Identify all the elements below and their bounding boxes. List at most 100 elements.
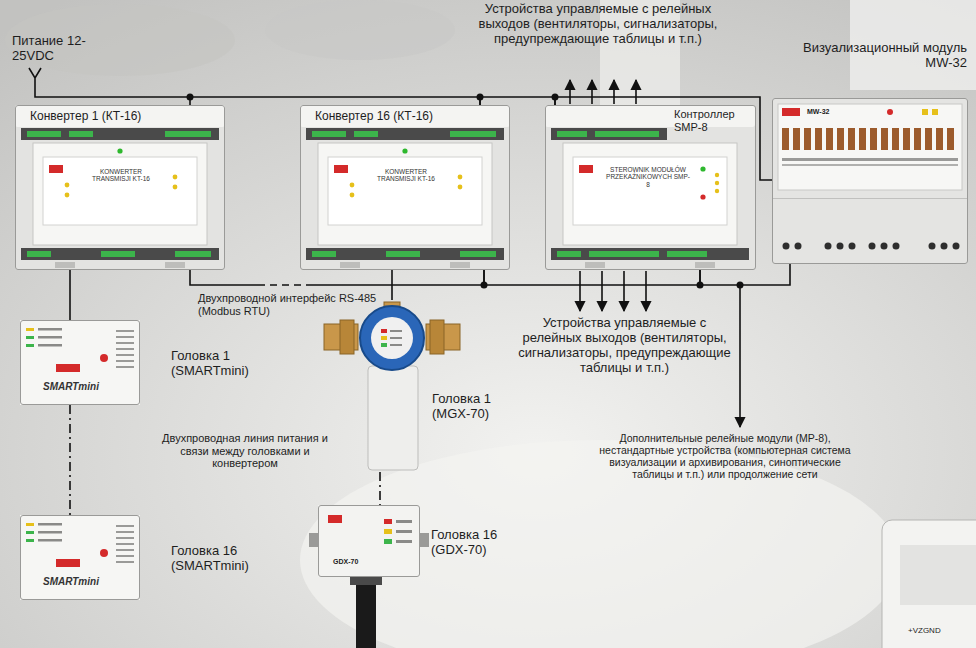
visualization-housing: [772, 98, 968, 264]
din-clip: [340, 262, 360, 268]
panel-strip: [782, 158, 958, 161]
bus-wire: [69, 405, 71, 515]
status-button: [100, 549, 108, 557]
bus-wire: [700, 264, 790, 285]
led: [458, 175, 463, 180]
text-slot: Головка 1 (SMARTmini): [171, 349, 263, 379]
device-caption: Головка 1 (SMARTmini): [171, 349, 263, 379]
led: [700, 194, 705, 199]
logo-text: SMARTmini: [43, 381, 123, 393]
indicator: [815, 128, 822, 150]
panel-mark: [38, 531, 62, 534]
din-clip: [695, 262, 715, 268]
text-slot: MW-32: [807, 108, 847, 116]
logo-mark: [579, 165, 593, 173]
mgx-head-figure: [324, 302, 460, 470]
sensor-cable: [356, 577, 376, 648]
indicator: [936, 128, 943, 150]
relay-output-arrow: [635, 80, 637, 104]
housing-body: [15, 105, 225, 270]
terminal-block: [557, 251, 581, 257]
vent: [116, 561, 134, 563]
led: [381, 336, 387, 340]
led: [715, 173, 719, 177]
indicator: [793, 128, 800, 150]
terminal: [953, 243, 960, 250]
vent: [116, 336, 134, 338]
logo-mark: [782, 108, 800, 116]
relay-output-arrow: [569, 80, 571, 104]
terminal-block: [595, 131, 659, 137]
vent: [116, 537, 134, 539]
terminal-block: [165, 131, 211, 137]
converter-housing: [15, 105, 225, 270]
bus-label: Двухпроводной интерфейс RS-485 (Modbus R…: [198, 292, 378, 317]
indicator: [870, 128, 877, 150]
housing-seam: [772, 198, 968, 199]
led: [65, 193, 70, 198]
cable-gland: [309, 533, 318, 547]
led: [384, 539, 392, 544]
terminal-block: [27, 131, 61, 137]
terminal: [795, 243, 802, 250]
text-slot: Головка 16 (GDX-70): [431, 528, 523, 558]
relay-output-arrow: [645, 271, 647, 311]
corner-device-panel: [900, 545, 976, 605]
led: [381, 329, 387, 333]
terminal: [869, 243, 876, 250]
terminal: [893, 243, 900, 250]
relay-output-arrow: [601, 271, 603, 311]
terminal-block: [312, 131, 346, 137]
text-slot: KONWERTER TRANSMISJI KT-16: [91, 168, 151, 183]
head-ring: [360, 306, 424, 370]
panel-text: MW-32: [807, 108, 847, 116]
housing-body: [20, 320, 140, 405]
terminal-block: [667, 251, 707, 257]
indicator: [859, 128, 866, 150]
indicator: [947, 128, 954, 150]
indicator: [826, 128, 833, 150]
panel-text: KONWERTER TRANSMISJI KT-16: [376, 168, 436, 183]
logo-mark: [49, 165, 63, 173]
vent: [116, 525, 134, 527]
logo-mark: [334, 165, 348, 173]
panel-text: KONWERTER TRANSMISJI KT-16: [91, 168, 151, 183]
gas-sensor-head: Головка 1 (SMARTmini)SMARTmini: [20, 320, 140, 405]
sensor-body: [368, 366, 418, 470]
parked-car: [5, 4, 235, 76]
relay-output-arrow: [623, 271, 625, 311]
gland-nut: [430, 320, 444, 354]
text-slot: +VZGND: [908, 626, 958, 635]
gas-sensor-head: Головка 1 (MGX-70): [322, 300, 462, 472]
panel-mark: [396, 540, 412, 543]
din-clip: [165, 262, 185, 268]
indicator: [848, 128, 855, 150]
led: [384, 529, 392, 534]
terminal-block: [589, 251, 659, 257]
bus-wire: [190, 270, 484, 285]
led: [922, 109, 928, 115]
text-slot: Визуализационный модуль MW-32: [781, 41, 967, 71]
indicator: [903, 128, 910, 150]
vent: [116, 360, 134, 362]
text-slot: Устройства управляемые с релейных выходо…: [478, 2, 718, 47]
terminal-marking: +VZGND: [908, 626, 958, 635]
converter-module: Конвертер 1 (КТ-16)KONWERTER TRANSMISJI …: [15, 105, 225, 270]
housing-body: [772, 98, 968, 264]
terminal: [837, 243, 844, 250]
housing-body: [318, 505, 420, 577]
panel-mark: [38, 523, 62, 526]
status-button: [100, 354, 108, 362]
terminal-strip: [306, 248, 504, 260]
led: [26, 344, 34, 347]
terminal-strip: [551, 128, 667, 140]
terminal: [783, 243, 790, 250]
panel-text: GDX-70: [333, 558, 383, 566]
indicator: [892, 128, 899, 150]
din-clip: [450, 262, 470, 268]
housing-body: [20, 515, 140, 600]
front-panel: [43, 157, 197, 225]
panel-mark: [38, 539, 62, 542]
cable-collar: [350, 577, 382, 585]
